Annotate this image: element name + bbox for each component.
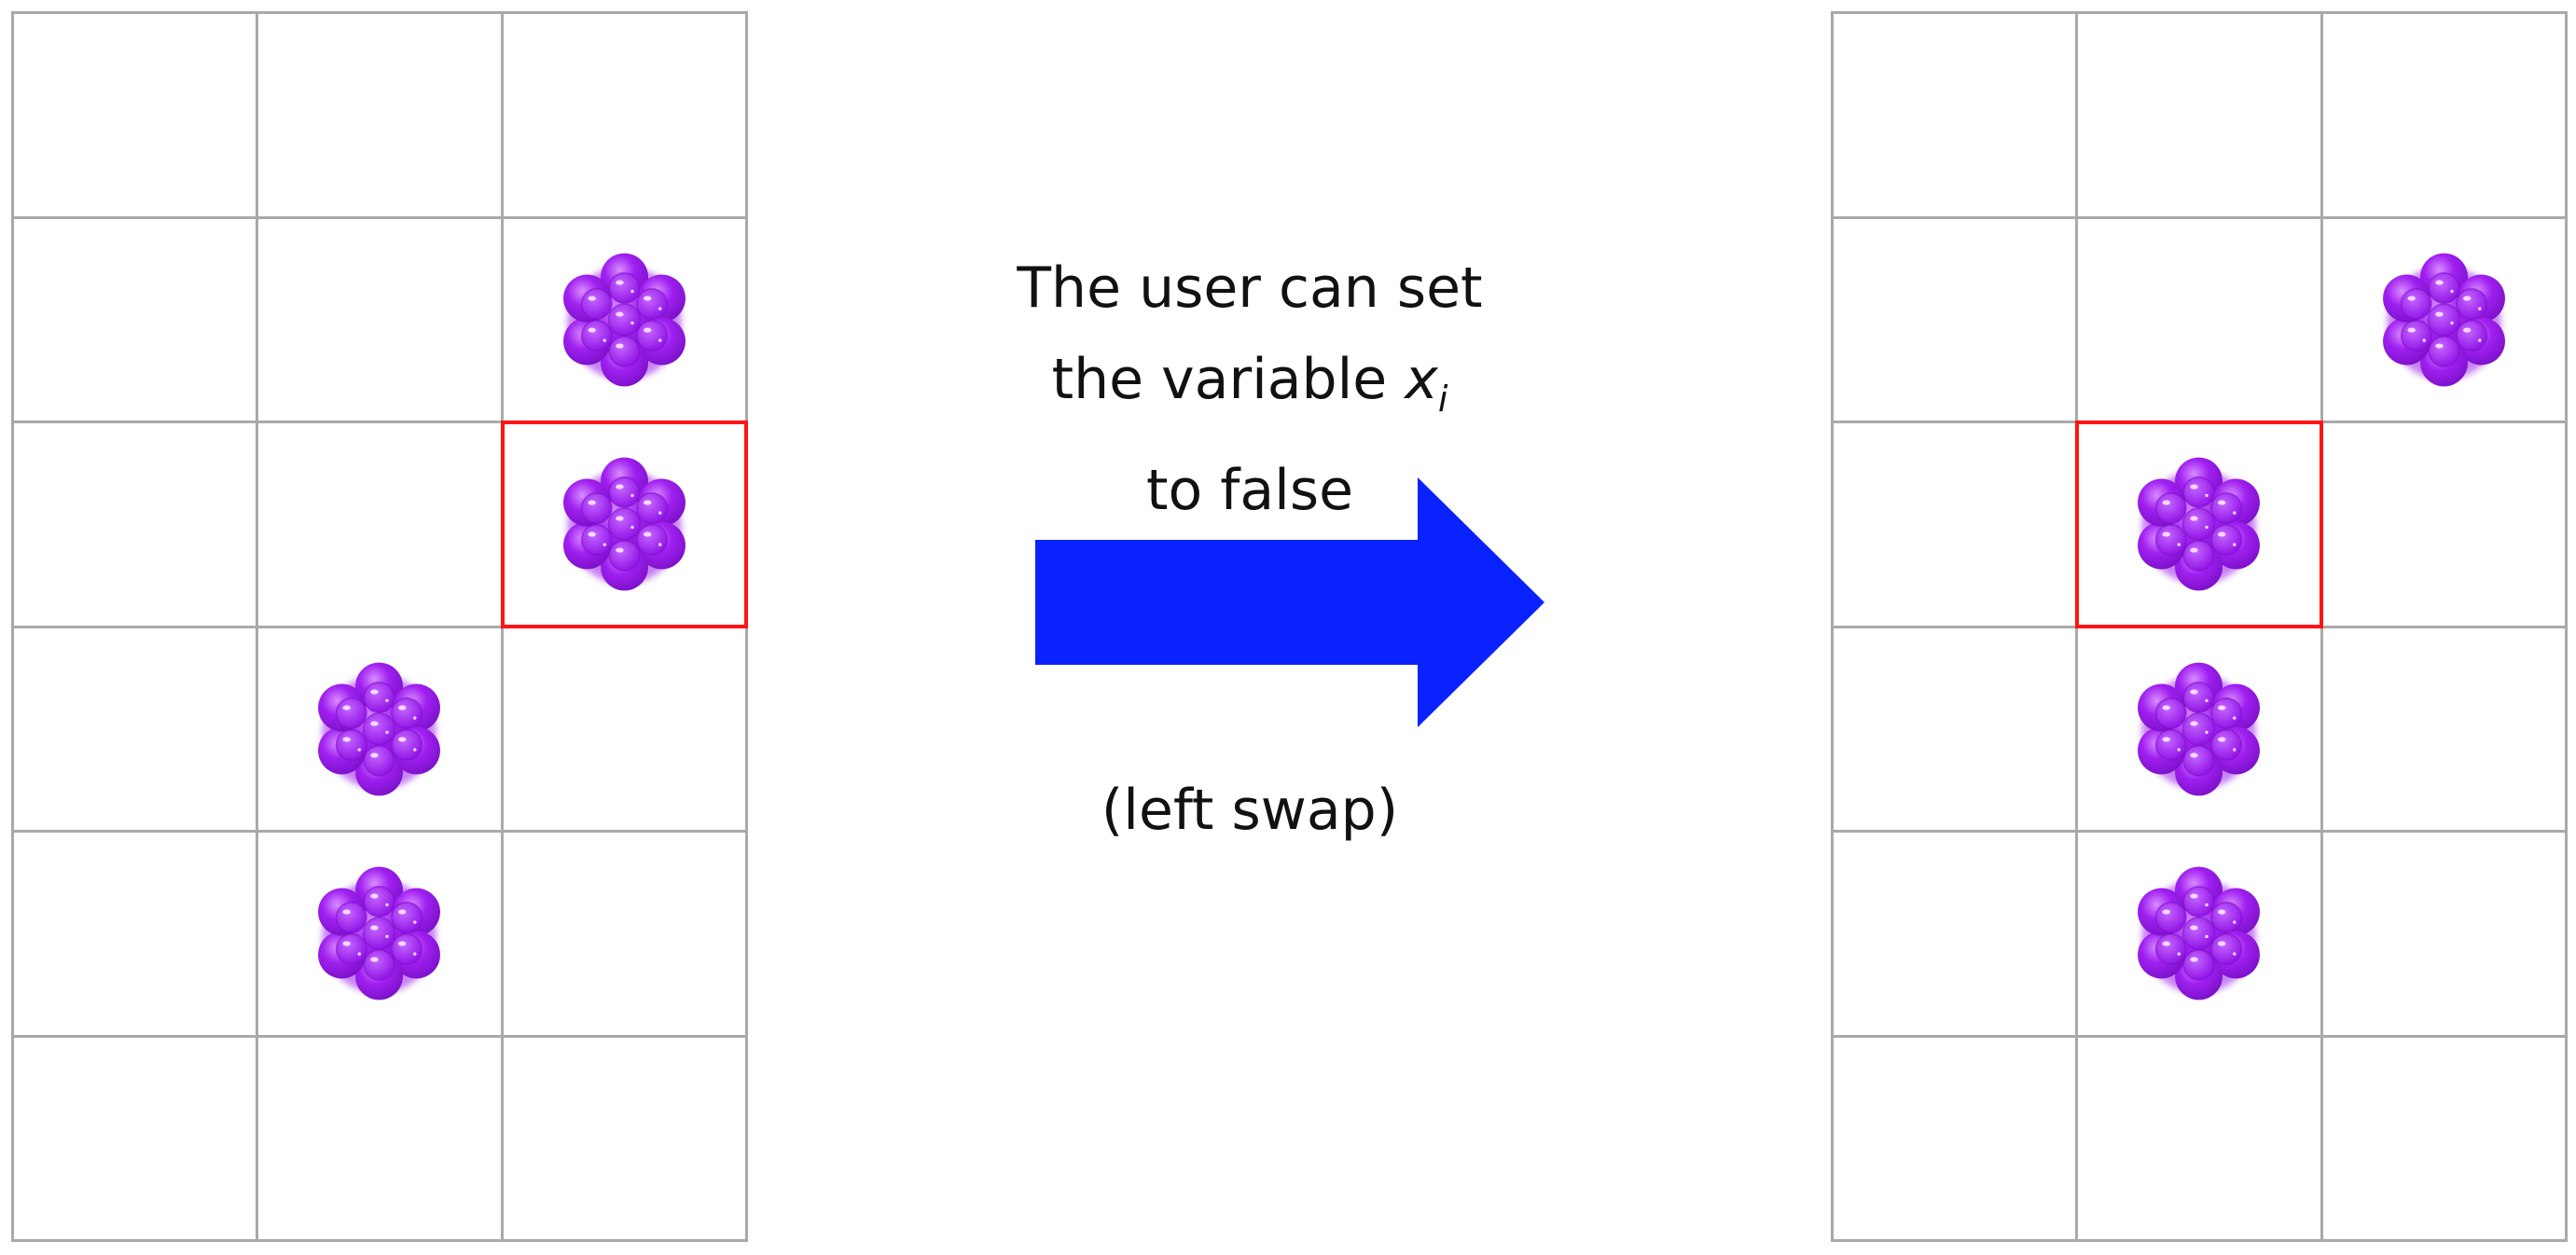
caption-line-2-prefix: the variable bbox=[1051, 347, 1406, 412]
grid-cell bbox=[1834, 423, 2079, 628]
grid-cell bbox=[2322, 1037, 2568, 1242]
purple-cluster-candy-icon bbox=[2117, 445, 2280, 603]
selected-cell bbox=[2075, 421, 2323, 628]
grid-cell bbox=[503, 628, 748, 833]
grid-cell bbox=[503, 833, 748, 1038]
grid-cell bbox=[14, 14, 259, 219]
caption-line-2: the variable xi bbox=[961, 334, 1539, 445]
grid-cell bbox=[2078, 218, 2323, 423]
purple-cluster-candy-icon bbox=[2117, 650, 2280, 808]
purple-cluster-candy-icon bbox=[543, 445, 706, 603]
purple-cluster-candy-icon bbox=[543, 241, 706, 399]
grid-cell bbox=[1834, 1037, 2079, 1242]
board-after bbox=[1831, 11, 2568, 1242]
grid-cell bbox=[503, 14, 748, 219]
grid-cell bbox=[2078, 14, 2323, 219]
board-before bbox=[11, 11, 749, 1242]
grid-cell bbox=[258, 218, 504, 423]
grid-cell bbox=[2322, 423, 2568, 628]
grid-cell bbox=[2322, 628, 2568, 833]
grid-cell bbox=[503, 218, 748, 423]
grid-cell bbox=[2078, 628, 2323, 833]
grid-cell bbox=[14, 423, 259, 628]
grid-cell bbox=[1834, 218, 2079, 423]
grid-cell bbox=[503, 1037, 748, 1242]
grid-cell bbox=[2322, 833, 2568, 1038]
grid-cell bbox=[2322, 218, 2568, 423]
grid-cell bbox=[14, 833, 259, 1038]
grid-cell bbox=[258, 14, 504, 219]
purple-cluster-candy-icon bbox=[2362, 241, 2526, 399]
grid-cell bbox=[1834, 628, 2079, 833]
caption-line-1: The user can set bbox=[1017, 255, 1483, 321]
variable-name: x bbox=[1405, 347, 1438, 412]
grid-cell bbox=[1834, 833, 2079, 1038]
grid-cell bbox=[258, 833, 504, 1038]
grid-cell bbox=[2078, 1037, 2323, 1242]
right-arrow-icon bbox=[1035, 477, 1544, 727]
caption-line-3: to false bbox=[1145, 458, 1354, 523]
purple-cluster-candy-icon bbox=[298, 854, 461, 1013]
grid-cell bbox=[1834, 14, 2079, 219]
grid-cell bbox=[14, 218, 259, 423]
grid-cell bbox=[14, 628, 259, 833]
arrow-shape bbox=[1035, 477, 1544, 727]
grid-cell bbox=[258, 1037, 504, 1242]
grid-cell bbox=[14, 1037, 259, 1242]
transition-caption: The user can set the variable xi to fals… bbox=[961, 242, 1539, 536]
variable-subscript: i bbox=[1437, 379, 1448, 420]
purple-cluster-candy-icon bbox=[2117, 854, 2280, 1013]
grid-cell bbox=[258, 423, 504, 628]
grid-cell bbox=[2078, 833, 2323, 1038]
swap-note: (left swap) bbox=[1101, 778, 1399, 843]
purple-cluster-candy-icon bbox=[298, 650, 461, 808]
grid-cell bbox=[258, 628, 504, 833]
grid-cell bbox=[2322, 14, 2568, 219]
selected-cell bbox=[500, 421, 749, 628]
